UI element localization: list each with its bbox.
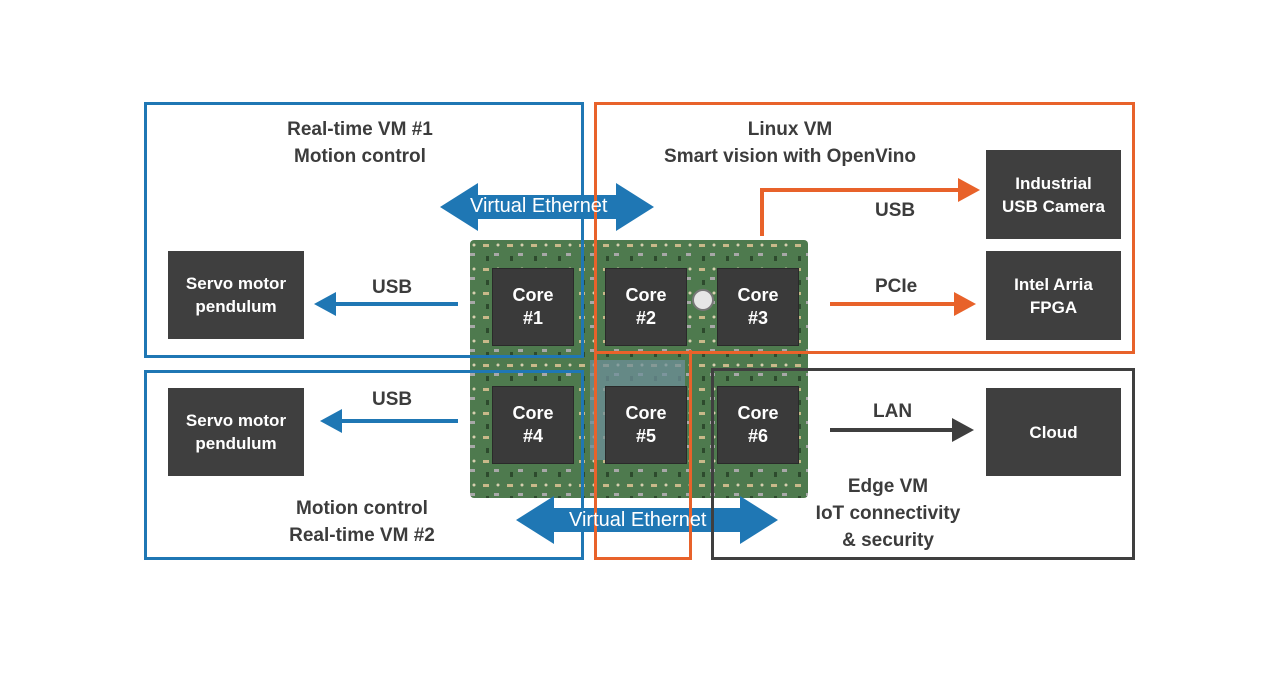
realtime-vm1-title: Real-time VM #1 Motion control — [230, 116, 490, 170]
cloud-label: Cloud — [1029, 422, 1078, 442]
pcie-arrow-head — [954, 292, 976, 316]
linux-vm-title-line2: Smart vision with OpenVino — [664, 146, 916, 167]
realtime-vm1-title-line2: Motion control — [294, 146, 426, 167]
servo1-line1: Servo motor — [185, 274, 287, 293]
usb-camera-arrow-head — [958, 178, 980, 202]
realtime-vm2-title: Motion control Real-time VM #2 — [232, 495, 492, 549]
virtual-ethernet-top-label: Virtual Ethernet — [470, 195, 608, 217]
core-1-line2: #1 — [522, 308, 544, 328]
linux-vm-title: Linux VM Smart vision with OpenVino — [620, 116, 960, 170]
core-1: Core #1 — [492, 268, 574, 346]
realtime-vm2-title-line1: Motion control — [296, 498, 428, 519]
core-4-line1: Core — [512, 403, 554, 423]
usb-camera-label: USB — [875, 200, 916, 221]
servo-motor-pendulum-1: Servo motor pendulum — [168, 251, 304, 339]
lan-arrow-head — [952, 418, 974, 442]
core-3-line1: Core — [737, 285, 779, 305]
usb-servo1-label: USB — [372, 277, 413, 298]
edge-vm-title-line2: IoT connectivity — [815, 503, 961, 524]
core-5-line2: #5 — [635, 426, 657, 446]
fpga-line2: FPGA — [1029, 297, 1078, 317]
pcb-mount-hole — [692, 289, 714, 311]
usb-servo2-arrow-head — [320, 409, 342, 433]
core-6-line1: Core — [737, 403, 779, 423]
core-2-line1: Core — [625, 285, 667, 305]
linux-vm-title-line1: Linux VM — [747, 119, 833, 140]
core-6-line2: #6 — [747, 426, 769, 446]
virtual-ethernet-bottom-label: Virtual Ethernet — [569, 509, 707, 531]
realtime-vm2-box — [144, 370, 584, 560]
edge-vm-title-line1: Edge VM — [847, 476, 929, 497]
servo2-line2: pendulum — [195, 434, 277, 453]
lan-label: LAN — [873, 401, 913, 422]
core-4: Core #4 — [492, 386, 574, 464]
core-5-line1: Core — [625, 403, 667, 423]
edge-vm-box — [711, 368, 1135, 560]
core-3-line2: #3 — [747, 308, 769, 328]
camera-line2: USB Camera — [1002, 196, 1105, 216]
realtime-vm2-title-line2: Real-time VM #2 — [289, 525, 435, 546]
camera-line1: Industrial — [1015, 173, 1092, 193]
core-2-line2: #2 — [635, 308, 657, 328]
linux-vm-box — [594, 102, 1135, 354]
edge-vm-title-line3: & security — [842, 530, 934, 551]
core-2: Core #2 — [605, 268, 687, 346]
realtime-vm1-box — [144, 102, 584, 358]
core-4-line2: #4 — [522, 426, 544, 446]
pcie-label: PCIe — [875, 276, 918, 297]
intel-arria-fpga: Intel Arria FPGA — [986, 251, 1121, 340]
usb-servo1-arrow-head — [314, 292, 336, 316]
usb-camera-arrow-line — [760, 188, 962, 236]
cloud: Cloud — [986, 388, 1121, 476]
core-5: Core #5 — [605, 386, 687, 464]
edge-vm-title: Edge VM IoT connectivity & security — [778, 473, 998, 554]
servo2-line1: Servo motor — [185, 411, 287, 430]
virtual-ethernet-top-arrow — [440, 183, 654, 231]
linux-vm-lower-box — [594, 350, 692, 560]
usb-servo2-label: USB — [372, 389, 413, 410]
servo-motor-pendulum-2: Servo motor pendulum — [168, 388, 304, 476]
core-1-line1: Core — [512, 285, 554, 305]
realtime-vm1-title-line1: Real-time VM #1 — [287, 119, 433, 140]
core-6: Core #6 — [717, 386, 799, 464]
core-3: Core #3 — [717, 268, 799, 346]
servo1-line2: pendulum — [195, 297, 277, 316]
industrial-usb-camera: Industrial USB Camera — [986, 150, 1121, 239]
fpga-line1: Intel Arria — [1014, 274, 1093, 294]
